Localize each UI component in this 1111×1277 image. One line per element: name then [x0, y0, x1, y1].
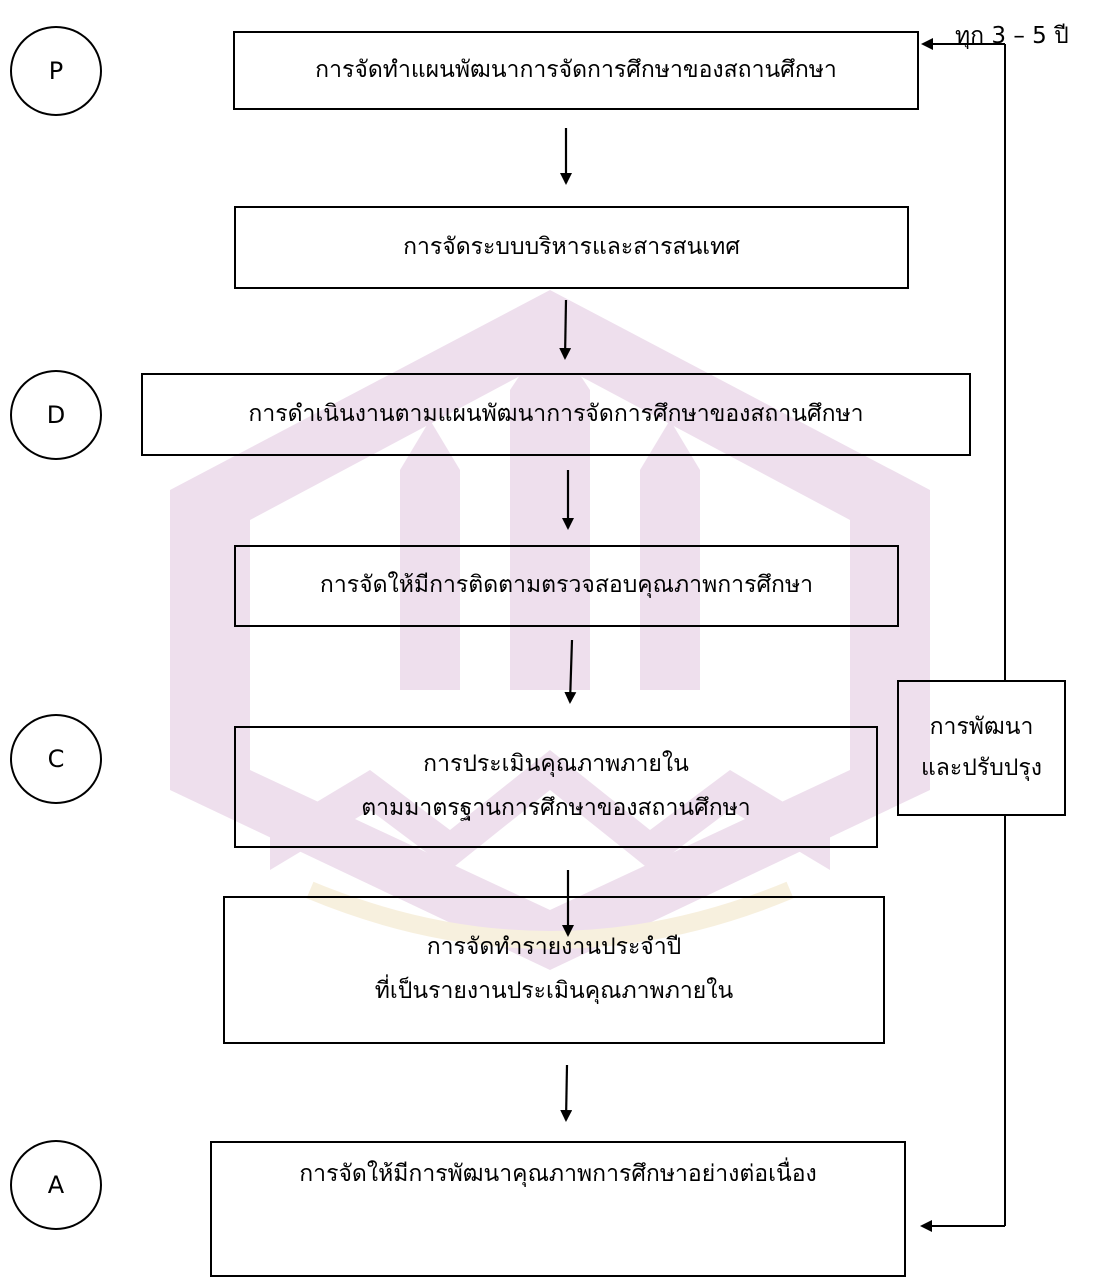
phase-p-circle: P	[10, 26, 102, 116]
step-report-box: การจัดทำรายงานประจำปี ที่เป็นรายงานประเม…	[223, 896, 885, 1044]
step-text: ที่เป็นรายงานประเมินคุณภาพภายใน	[374, 978, 734, 1004]
feedback-box: การพัฒนา และปรับปรุง	[897, 680, 1066, 816]
step-text: การจัดให้มีการติดตามตรวจสอบคุณภาพการศึกษ…	[319, 572, 814, 599]
phase-label: C	[47, 745, 65, 773]
step-plan-box: การจัดทำแผนพัฒนาการจัดการศึกษาของสถานศึก…	[233, 31, 919, 110]
down-arrow	[564, 639, 577, 704]
step-text: การประเมินคุณภาพภายใน	[423, 751, 689, 778]
down-arrow	[559, 299, 572, 360]
feedback-text: การพัฒนา	[929, 713, 1034, 740]
down-arrow	[560, 1064, 573, 1122]
phase-a-circle: A	[10, 1140, 102, 1230]
phase-label: A	[47, 1171, 65, 1199]
phase-c-circle: C	[10, 714, 102, 804]
phase-label: P	[48, 57, 64, 85]
step-text: การจัดทำแผนพัฒนาการจัดการศึกษาของสถานศึก…	[315, 56, 837, 83]
step-text: ตามมาตรฐานการศึกษาของสถานศึกษา	[361, 795, 751, 821]
phase-label: D	[46, 401, 66, 429]
step-text: การจัดทำรายงานประจำปี	[426, 934, 682, 961]
step-monitor-box: การจัดให้มีการติดตามตรวจสอบคุณภาพการศึกษ…	[234, 545, 899, 627]
step-assess-box: การประเมินคุณภาพภายใน ตามมาตรฐานการศึกษา…	[234, 726, 878, 848]
step-implement-box: การดำเนินงานตามแผนพัฒนาการจัดการศึกษาของ…	[141, 373, 971, 456]
step-text: การจัดให้มีการพัฒนาคุณภาพการศึกษาอย่างต่…	[299, 1161, 817, 1187]
step-improve-box: การจัดให้มีการพัฒนาคุณภาพการศึกษาอย่างต่…	[210, 1141, 906, 1277]
phase-d-circle: D	[10, 370, 102, 460]
step-text: การดำเนินงานตามแผนพัฒนาการจัดการศึกษาของ…	[248, 400, 864, 427]
step-text: การจัดระบบบริหารและสารสนเทศ	[403, 233, 740, 260]
step-admin-box: การจัดระบบบริหารและสารสนเทศ	[234, 206, 909, 289]
feedback-text: และปรับปรุง	[920, 755, 1042, 781]
